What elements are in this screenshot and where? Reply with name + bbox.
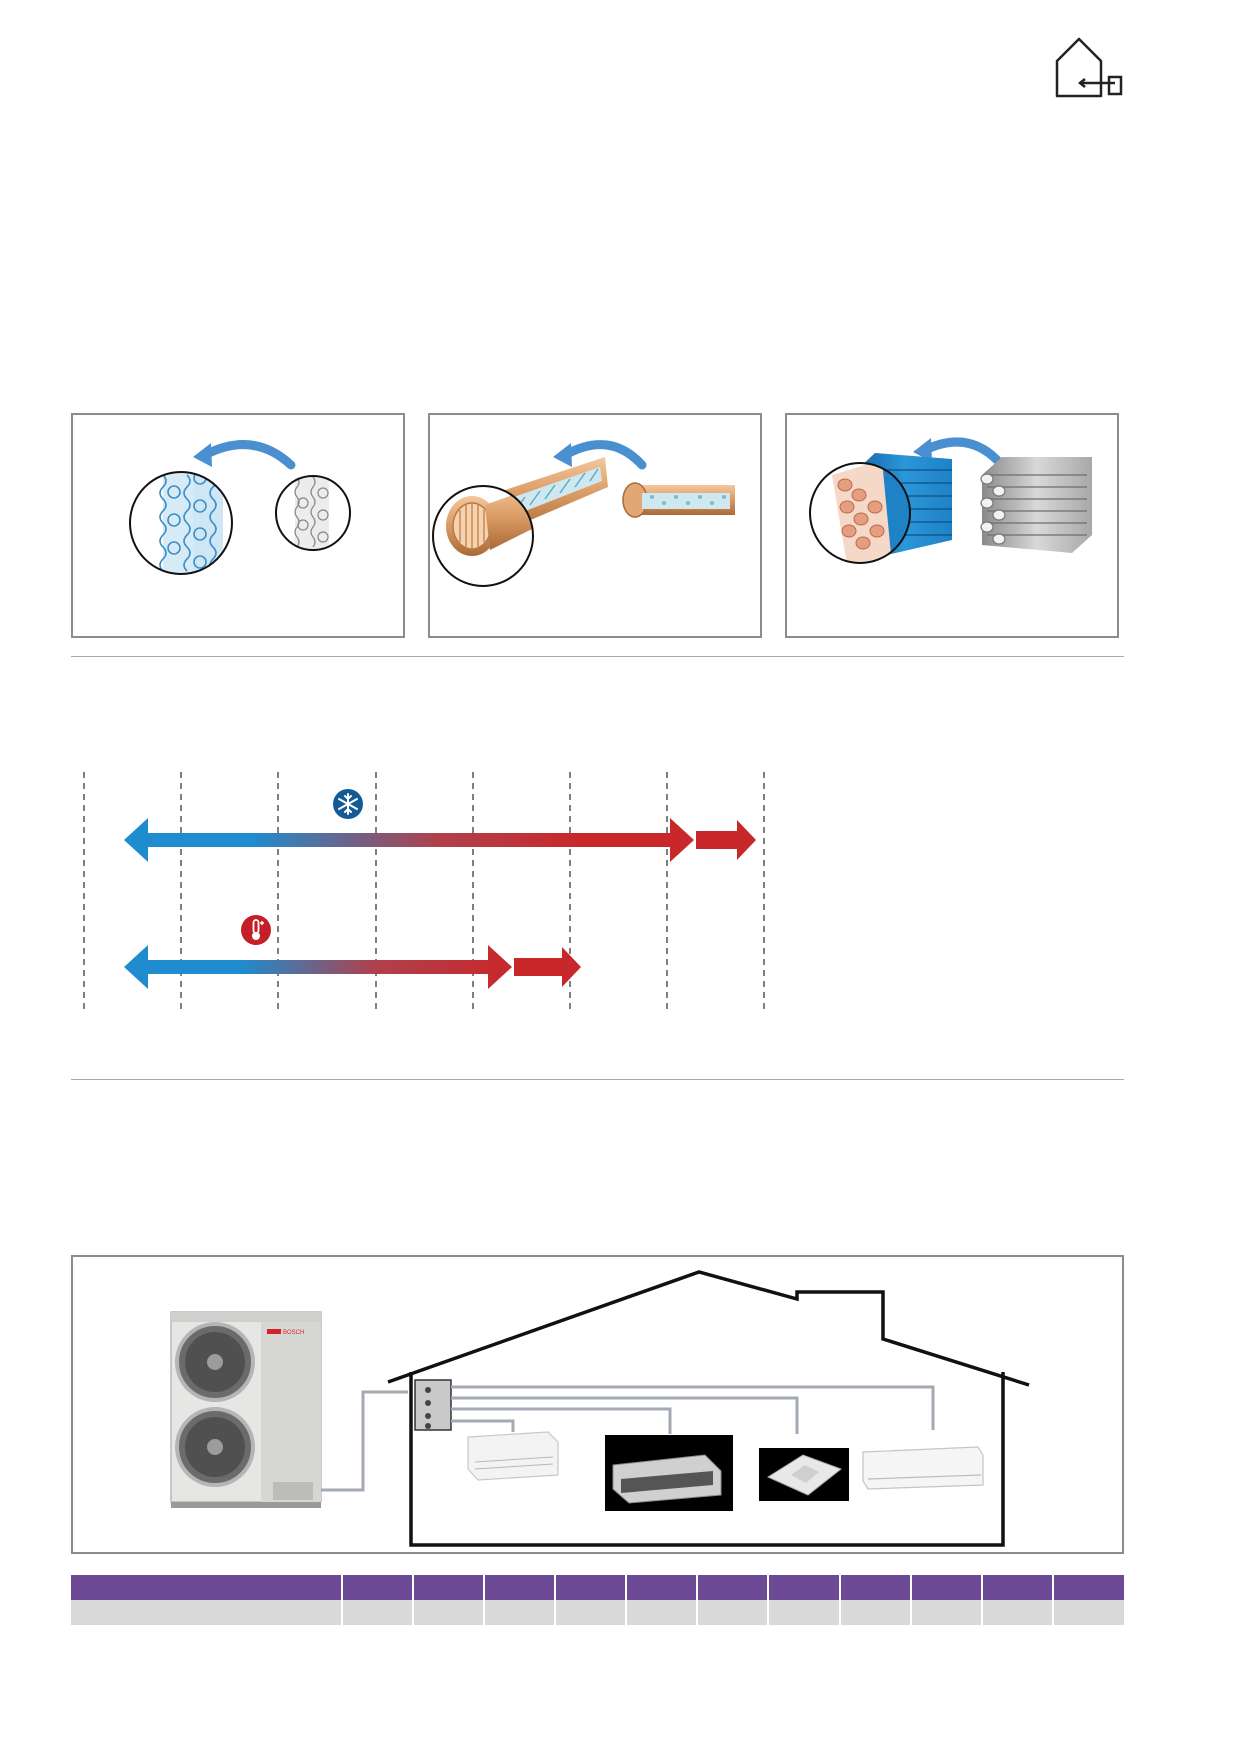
inner-grooved-tube-panel <box>428 413 762 638</box>
outdoor-unit-brand: BOSCH <box>283 1330 304 1336</box>
row-cell <box>1052 1600 1124 1625</box>
copper-tube-icon <box>432 440 735 587</box>
section-divider-1 <box>71 656 1124 657</box>
home-return-icon[interactable] <box>1052 36 1127 98</box>
header-cell <box>413 1575 486 1600</box>
vrf-system-diagram: BOSCH <box>170 1270 1030 1547</box>
cooling-range-arrow <box>124 818 756 862</box>
header-cell <box>71 1575 343 1600</box>
system-diagram-panel: BOSCH <box>71 1255 1124 1554</box>
section-divider-2 <box>71 1079 1124 1080</box>
plate-exchanger-panel <box>71 413 405 638</box>
thermometer-icon <box>241 915 271 945</box>
ceiling-floor-unit-icon <box>467 1431 559 1481</box>
plate-heat-exchanger-icon <box>129 440 351 575</box>
row-cell <box>981 1600 1054 1625</box>
header-cell <box>626 1575 699 1600</box>
cassette-unit-icon <box>759 1448 849 1501</box>
row-cell <box>626 1600 699 1625</box>
hydrophilic-fin-panel <box>785 413 1119 638</box>
heating-range-arrow <box>124 945 581 989</box>
header-cell <box>484 1575 557 1600</box>
duct-unit-icon <box>605 1435 733 1511</box>
row-cell <box>484 1600 557 1625</box>
header-cell <box>839 1575 912 1600</box>
row-cell <box>768 1600 841 1625</box>
row-cell <box>342 1600 415 1625</box>
wall-mounted-unit-icon <box>862 1446 984 1490</box>
row-cell <box>697 1600 770 1625</box>
row-cell <box>71 1600 343 1625</box>
spec-table <box>71 1575 1124 1625</box>
header-cell <box>981 1575 1054 1600</box>
header-cell <box>342 1575 415 1600</box>
row-cell <box>839 1600 912 1625</box>
header-cell <box>555 1575 628 1600</box>
outdoor-unit: BOSCH <box>170 1311 322 1508</box>
header-cell <box>1052 1575 1124 1600</box>
row-cell <box>413 1600 486 1625</box>
header-cell <box>768 1575 841 1600</box>
row-cell <box>555 1600 628 1625</box>
snowflake-icon <box>333 789 363 819</box>
operating-range-diagram <box>83 772 765 1010</box>
range-gridlines <box>83 772 765 1010</box>
spec-table-header <box>71 1575 1124 1600</box>
spec-table-row <box>71 1600 1124 1625</box>
header-cell <box>697 1575 770 1600</box>
fin-coil-icon <box>809 437 1092 564</box>
row-cell <box>910 1600 983 1625</box>
header-cell <box>910 1575 983 1600</box>
